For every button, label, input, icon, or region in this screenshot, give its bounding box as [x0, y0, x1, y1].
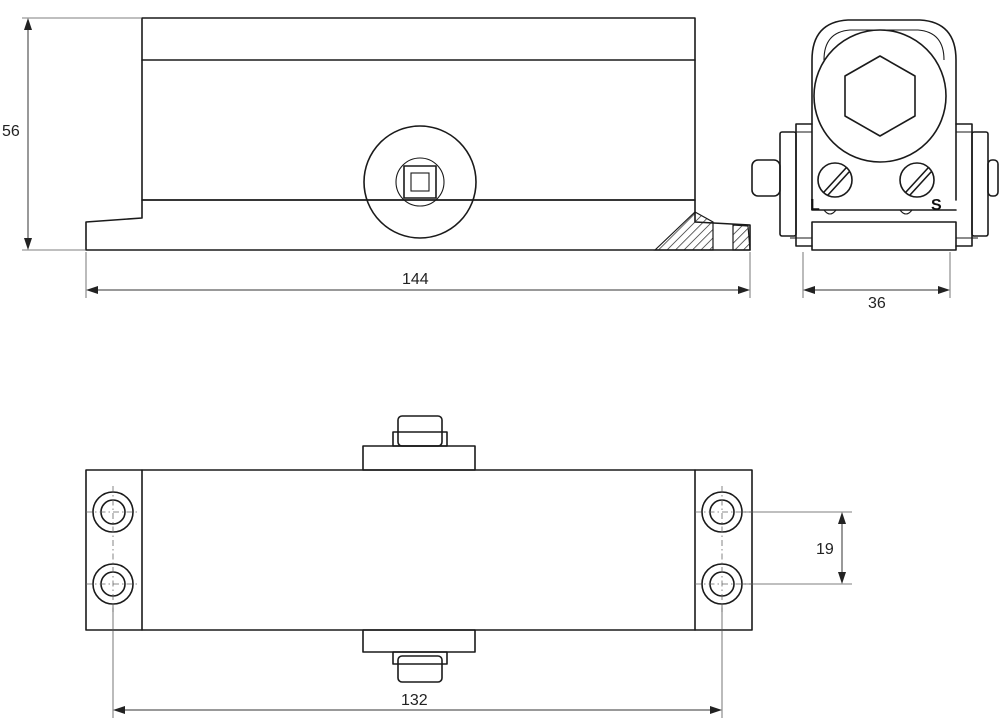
front-base-hatch	[653, 211, 714, 251]
side-boss-circle	[813, 29, 947, 163]
side-knob-right-body	[971, 131, 989, 237]
front-base-outline	[85, 199, 751, 251]
top-pinion-housing-lower	[362, 629, 476, 653]
side-flange-right	[955, 123, 973, 247]
dim-hole-spacing-label: 19	[816, 541, 834, 558]
hex-icon	[844, 55, 916, 137]
top-pinion-lower	[397, 655, 443, 683]
top-pinion-collar-upper	[392, 431, 448, 447]
side-flange-left	[795, 123, 813, 247]
top-view	[85, 415, 753, 683]
dim-length	[85, 252, 751, 298]
screw-icon-right	[899, 162, 935, 198]
side-mark-s: S	[931, 197, 942, 214]
top-pinion-upper	[397, 415, 443, 447]
dim-hole-distance	[112, 604, 723, 718]
side-body-outline	[811, 19, 957, 201]
dim-width-label: 36	[868, 295, 886, 312]
front-pinion-outer	[363, 125, 477, 239]
dim-width	[802, 252, 951, 298]
dim-height	[22, 17, 142, 251]
top-pinion-collar-lower	[392, 651, 448, 665]
side-knob-left-body	[779, 131, 797, 237]
dim-hole-spacing	[742, 511, 852, 585]
side-knob-left	[751, 159, 781, 197]
side-mark-l: L	[810, 197, 820, 214]
top-pinion-housing-upper	[362, 445, 476, 471]
front-pinion-inner	[395, 157, 445, 207]
front-pinion-square	[403, 165, 437, 199]
side-base	[811, 209, 957, 251]
side-body-inner	[823, 29, 945, 61]
front-view	[85, 17, 751, 251]
top-body	[85, 469, 753, 631]
dim-height-label: 56	[2, 123, 20, 140]
screw-icon-left	[817, 162, 853, 198]
dim-length-label: 144	[402, 271, 429, 288]
front-base-hatch-2	[732, 224, 751, 251]
front-pinion-square-inner	[410, 172, 430, 192]
side-knob-right	[987, 159, 999, 197]
side-view	[751, 19, 999, 251]
dim-hole-distance-label: 132	[401, 692, 428, 709]
